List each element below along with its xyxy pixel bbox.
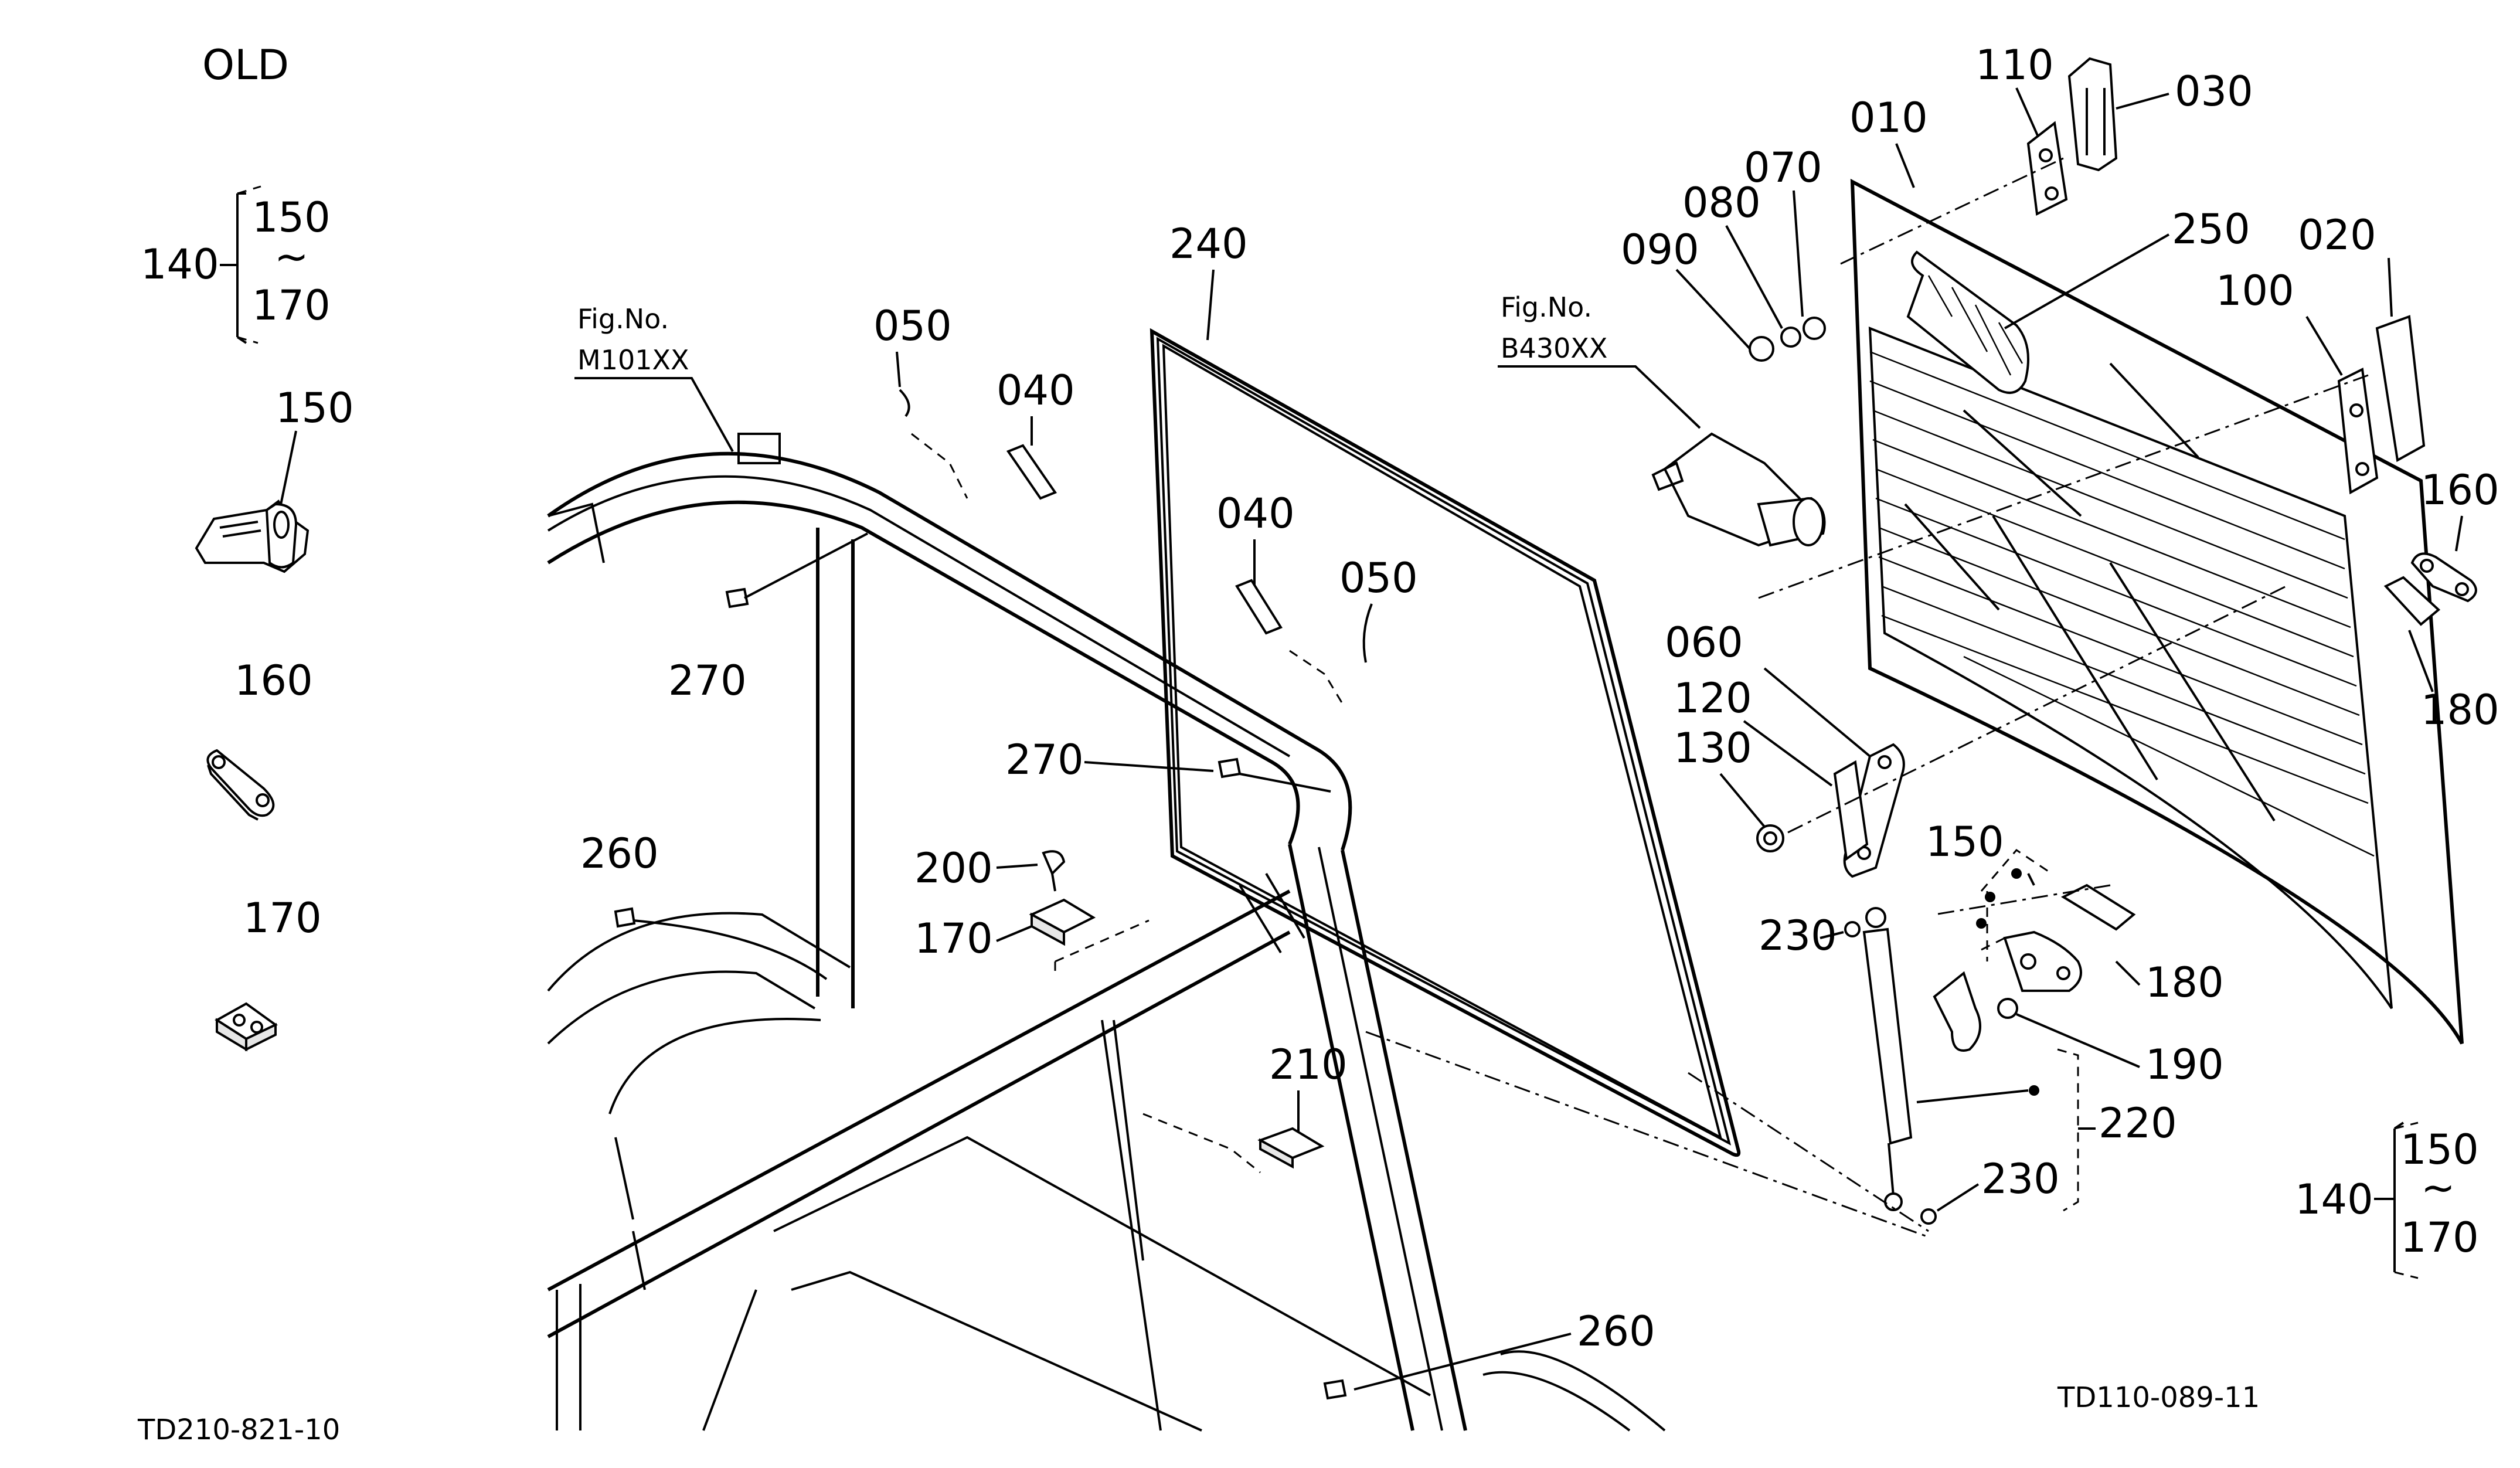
legend-right-tilde: ~: [2421, 1164, 2456, 1212]
legend-right-parent: 140: [2295, 1175, 2373, 1224]
part-260: 260 260: [580, 830, 1655, 1400]
pins-top: 050 040: [873, 302, 1075, 500]
page-title: OLD: [202, 41, 289, 89]
latch-group: 150 180 190 230 220 230: [1688, 818, 2224, 1232]
ref-motor-prefix: Fig.No.: [1501, 291, 1592, 323]
hinge-110-030: 110 030: [1840, 41, 2253, 265]
callout-260b: 260: [1577, 1307, 1655, 1355]
callout-150: 150: [1926, 818, 2004, 866]
callout-040b: 040: [1216, 490, 1295, 538]
callout-130: 130: [1674, 724, 1752, 772]
callout-260a: 260: [580, 830, 659, 878]
left-part-170-label: 170: [243, 894, 322, 942]
left-part-160: 160: [206, 657, 313, 821]
part-270: 270 270: [668, 532, 1331, 793]
ref-frame-code: M101XX: [577, 344, 689, 376]
callout-090: 090: [1621, 226, 1699, 274]
left-part-170: 170: [215, 894, 322, 1052]
leader-strut: [1365, 1031, 1929, 1238]
callout-240: 240: [1169, 220, 1248, 268]
callout-060: 060: [1665, 619, 1743, 667]
callout-230b: 230: [1981, 1155, 2060, 1203]
ref-motor-code: B430XX: [1501, 332, 1607, 364]
legend-left: 140 150 ~ 170: [141, 185, 331, 344]
callout-250: 250: [2172, 205, 2250, 253]
ref-frame-prefix: Fig.No.: [577, 303, 669, 335]
hinge-100-020: 020 100: [1758, 211, 2426, 599]
callout-040a: 040: [997, 366, 1075, 414]
callout-180b: 180: [2145, 959, 2224, 1007]
callout-050a: 050: [873, 302, 952, 350]
callout-080: 080: [1682, 179, 1761, 227]
callout-270b: 270: [1005, 736, 1084, 784]
pins-mid: 040 050: [1216, 490, 1418, 704]
left-part-150: 150: [195, 384, 354, 573]
callout-120: 120: [1674, 674, 1752, 722]
callout-190: 190: [2145, 1041, 2224, 1089]
callout-110: 110: [1975, 41, 2054, 89]
callout-160: 160: [2421, 466, 2499, 514]
drawing-code-right: TD110-089-11: [2057, 1381, 2260, 1414]
hinge-lower-060-130: 060 120 130: [1665, 585, 2287, 878]
callout-020: 020: [2298, 211, 2376, 259]
callout-180a: 180: [2421, 686, 2499, 734]
fasteners-070-090: 070 080 090: [1621, 144, 1826, 362]
callout-270a: 270: [668, 657, 747, 705]
drawing-code-left: TD210-821-10: [137, 1413, 340, 1446]
callout-010: 010: [1849, 94, 1928, 142]
legend-left-to: 170: [252, 281, 331, 329]
part-210: 210: [1142, 1041, 1348, 1174]
door-glass-010: 010: [1849, 94, 2464, 1045]
right-plates-160-180: 160 180: [2383, 466, 2499, 734]
callout-200: 200: [914, 844, 993, 892]
callout-210: 210: [1269, 1041, 1348, 1089]
left-part-160-label: 160: [234, 657, 313, 705]
callout-230a: 230: [1759, 912, 1837, 960]
glass-240: 240: [1150, 220, 1741, 1157]
legend-right-to: 170: [2400, 1214, 2479, 1262]
legend-left-from: 150: [252, 193, 331, 242]
part-200-170: 200 170: [914, 844, 1150, 973]
callout-070: 070: [1744, 144, 1822, 192]
callout-050b: 050: [1339, 554, 1418, 602]
callout-170: 170: [914, 915, 993, 963]
callout-100: 100: [2216, 267, 2294, 315]
callout-030: 030: [2175, 67, 2253, 115]
callout-220: 220: [2099, 1099, 2177, 1147]
legend-left-parent: 140: [141, 240, 219, 288]
left-part-150-label: 150: [276, 384, 354, 432]
legend-right: 140 150 ~ 170: [2295, 1122, 2479, 1279]
ref-motor: Fig.No. B430XX: [1498, 291, 1826, 547]
legend-left-tilde: ~: [274, 233, 309, 281]
legend-right-from: 150: [2400, 1126, 2479, 1174]
patch-250: 250: [1906, 205, 2250, 394]
ref-frame: Fig.No. M101XX: [574, 303, 734, 452]
